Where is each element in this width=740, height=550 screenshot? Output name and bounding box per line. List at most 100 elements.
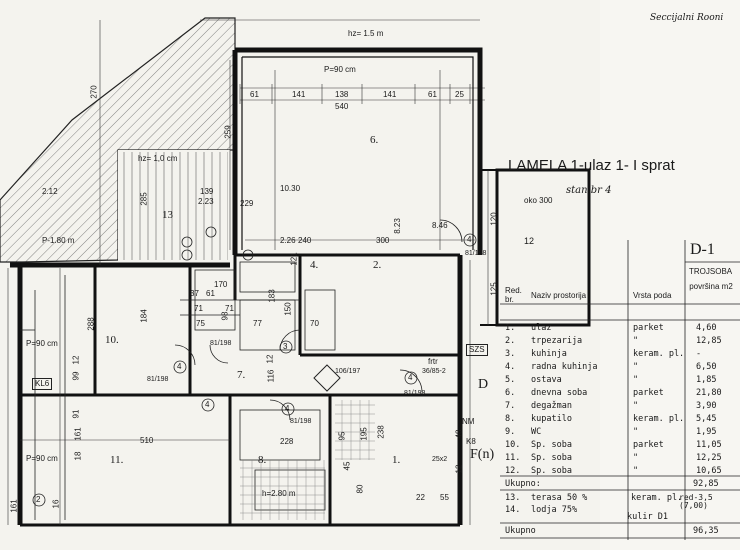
legend-table-grid bbox=[500, 240, 740, 540]
th-area: površina m2 bbox=[689, 282, 733, 291]
dim-184: 184 bbox=[139, 309, 149, 323]
row-name: Sp. soba bbox=[531, 453, 572, 463]
row-floor: parket bbox=[633, 440, 664, 450]
row-name: WC bbox=[531, 427, 542, 437]
dim-55: 55 bbox=[440, 493, 449, 502]
row-area: 4,60 bbox=[696, 323, 717, 333]
dim-510: 510 bbox=[140, 436, 154, 445]
dim-71a: 71 bbox=[194, 304, 203, 313]
row-name: dnevna soba bbox=[531, 388, 588, 398]
row-number: 1. bbox=[505, 323, 516, 333]
dim-61: 61 bbox=[206, 289, 215, 298]
row-number: 6. bbox=[505, 388, 516, 398]
dim-288: 288 bbox=[86, 317, 96, 331]
row-area: 6,50 bbox=[696, 362, 717, 372]
m139: 139 bbox=[200, 187, 214, 196]
room-2-label: 2. bbox=[373, 259, 382, 271]
i36-tag: 36/85-2 bbox=[422, 368, 446, 375]
dim-45: 45 bbox=[342, 461, 352, 471]
top-dim: 141 bbox=[292, 90, 306, 99]
top-dim: 25 bbox=[455, 90, 464, 99]
p90-left: P=90 cm bbox=[26, 339, 58, 348]
dim-80: 80 bbox=[355, 484, 365, 494]
row-number: 8. bbox=[505, 414, 516, 424]
dim-270: 270 bbox=[89, 85, 99, 99]
row-area: 1,95 bbox=[696, 427, 717, 437]
row-name: ostava bbox=[531, 375, 562, 385]
h10-note: hz= 1,0 cm bbox=[138, 154, 178, 163]
row-area: 21,80 bbox=[696, 388, 722, 398]
m226: 2.26 bbox=[280, 236, 296, 245]
th-floor: Vrsta poda bbox=[633, 291, 672, 300]
m229: 2.23 bbox=[198, 197, 214, 206]
row-floor: " bbox=[633, 453, 639, 463]
dim-12b: 12 bbox=[265, 354, 275, 364]
top-dim: 138 bbox=[335, 90, 349, 99]
row-area: 12,85 bbox=[696, 336, 722, 346]
dim-70: 70 bbox=[310, 319, 319, 328]
i25-tag: 25x2 bbox=[432, 456, 448, 463]
door-size-8: 106/197 bbox=[335, 368, 361, 375]
door-size-3: 81/198 bbox=[210, 340, 232, 347]
total-value: 96,35 bbox=[693, 526, 719, 536]
room-7-label: 7. bbox=[237, 369, 246, 381]
p90-left2: P=90 cm bbox=[26, 454, 58, 463]
row-name: degažman bbox=[531, 401, 572, 411]
lamela-title: LAMELA 1-ulaz 1- I sprat bbox=[508, 157, 675, 174]
row-floor: " bbox=[633, 401, 639, 411]
row-name: Sp. soba bbox=[531, 440, 572, 450]
dim-240: 240 bbox=[298, 236, 312, 245]
room-6-label: 6. bbox=[370, 134, 379, 146]
dim-22: 22 bbox=[416, 493, 425, 502]
th-number: Red. br. bbox=[505, 286, 522, 304]
ukupno-label: Ukupno: bbox=[505, 479, 541, 489]
room-11-label: 11. bbox=[110, 454, 124, 466]
row-name: trpezarija bbox=[531, 336, 583, 346]
row-name: kupatilo bbox=[531, 414, 572, 424]
nm-tag: NM bbox=[462, 417, 475, 426]
room-12-label: 12 bbox=[524, 236, 535, 246]
dim-238: 238 bbox=[376, 425, 386, 439]
dim-161: 161 bbox=[73, 427, 83, 441]
dim-540: 540 bbox=[335, 102, 349, 111]
top-dim: 141 bbox=[383, 90, 397, 99]
door-size-4: 81/198 bbox=[290, 418, 312, 425]
row-area: 12,25 bbox=[696, 453, 722, 463]
dim-75: 75 bbox=[196, 319, 205, 328]
dim-12: 12 bbox=[71, 355, 81, 365]
kl6-tag: KL6 bbox=[32, 378, 53, 390]
m229b: 229 bbox=[240, 199, 254, 208]
balcony-13 bbox=[120, 152, 228, 260]
row-13-number: 13. bbox=[505, 493, 521, 503]
room-4-label: 4. bbox=[310, 259, 319, 271]
row-14-number: 14. bbox=[505, 505, 521, 515]
room-1-label: 1. bbox=[392, 454, 401, 466]
dim-71b: 71 bbox=[225, 304, 234, 313]
frtr-tag: frtr bbox=[428, 357, 438, 366]
row-13-name: terasa 50 % bbox=[531, 493, 588, 503]
dim-99: 99 bbox=[71, 371, 81, 381]
legend-type: TROJSOBA bbox=[689, 267, 733, 276]
row-number: 7. bbox=[505, 401, 516, 411]
dim-161b: 161 bbox=[9, 499, 19, 513]
dim-77: 77 bbox=[253, 319, 262, 328]
row-name: ulaz bbox=[531, 323, 552, 333]
th-name: Naziv prostorija bbox=[531, 291, 587, 300]
paper-shade bbox=[600, 0, 740, 550]
row-number: 9. bbox=[505, 427, 516, 437]
terrace-12-outline bbox=[495, 168, 591, 327]
row-floor: " bbox=[633, 427, 639, 437]
row-number: 5. bbox=[505, 375, 516, 385]
dim-183: 183 bbox=[267, 289, 277, 303]
bd46: 8.46 bbox=[432, 221, 448, 230]
dim-12c: 12 bbox=[454, 464, 464, 474]
row-number: 2. bbox=[505, 336, 516, 346]
fn-tag: F(n) bbox=[470, 447, 495, 462]
row-floor: keram. pl. bbox=[633, 414, 685, 424]
szs-tag: SZS bbox=[466, 344, 488, 356]
dim-300: 300 bbox=[376, 236, 390, 245]
top-dim: 61 bbox=[428, 90, 437, 99]
row-area: 3,90 bbox=[696, 401, 717, 411]
row-floor: " bbox=[633, 375, 639, 385]
